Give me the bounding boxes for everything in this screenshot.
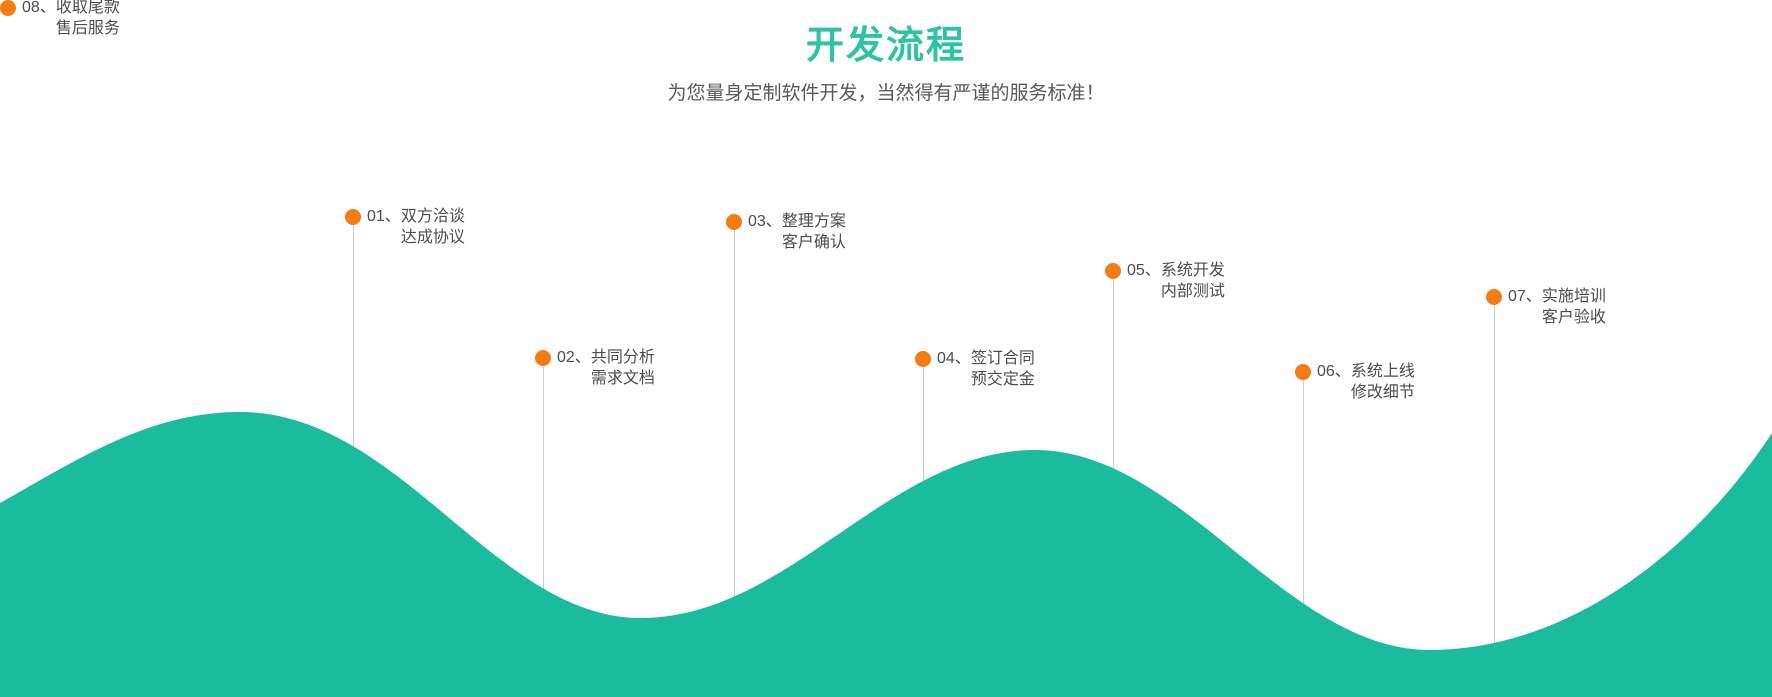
step-label-line2: 需求文档 [590,370,655,387]
process-step-02: 02、 共同分析 需求文档 [535,349,655,680]
process-step-06: 06、 系统上线 修改细节 [1295,363,1415,680]
step-label-line1: 实施培训 [1541,288,1606,305]
step-dot-icon [1105,263,1121,279]
step-connector-line [542,358,544,680]
step-label-line1: 签订合同 [970,350,1035,367]
step-label: 04、 签订合同 预交定金 [937,348,1035,390]
process-step-07: 07、 实施培训 客户验收 [1486,288,1606,680]
step-label-line1: 系统上线 [1350,363,1415,380]
step-label-line1: 系统开发 [1160,262,1225,279]
step-connector-line [922,359,924,680]
step-connector-line [1302,372,1304,680]
step-connector-line [352,217,354,680]
process-step-04: 04、 签订合同 预交定金 [915,350,1035,680]
step-number: 01、 [367,208,401,225]
step-dot-icon [345,209,361,225]
step-label-line1: 共同分析 [590,349,655,366]
step-connector-line [733,222,735,680]
step-number: 04、 [937,350,971,367]
step-connector-line [1493,297,1495,680]
step-label: 02、 共同分析 需求文档 [557,347,655,389]
step-label: 07、 实施培训 客户验收 [1508,286,1606,328]
step-label-line2: 修改细节 [1350,384,1415,401]
step-label-line2: 达成协议 [400,229,465,246]
step-number: 05、 [1127,262,1161,279]
step-number: 07、 [1508,288,1542,305]
step-label-line2: 预交定金 [970,371,1035,388]
step-label: 05、 系统开发 内部测试 [1127,260,1225,302]
step-dot-icon [726,214,742,230]
section-header: 开发流程 为您量身定制软件开发，当然得有严谨的服务标准！ [0,24,1772,106]
step-number: 08、 [22,0,56,16]
process-step-01: 01、 双方洽谈 达成协议 [345,208,465,680]
step-label-line2: 售后服务 [55,20,120,37]
step-label: 03、 整理方案 客户确认 [748,211,846,253]
step-label-line2: 客户确认 [781,234,846,251]
step-connector-line [1112,271,1114,680]
step-number: 06、 [1317,363,1351,380]
process-step-03: 03、 整理方案 客户确认 [726,213,846,680]
step-label-line1: 收取尾款 [55,0,120,16]
step-dot-icon [535,350,551,366]
step-label-line1: 双方洽谈 [400,208,465,225]
step-dot-icon [1486,289,1502,305]
step-number: 02、 [557,349,591,366]
page-title: 开发流程 [805,25,966,67]
step-dot-icon [1295,364,1311,380]
step-label-line2: 客户验收 [1541,309,1606,326]
step-dot-icon [915,351,931,367]
step-dot-icon [0,0,16,16]
step-label: 06、 系统上线 修改细节 [1317,361,1415,403]
step-label-line1: 整理方案 [781,213,846,230]
process-step-05: 05、 系统开发 内部测试 [1105,262,1225,680]
step-label-line2: 内部测试 [1160,283,1225,300]
page-subtitle: 为您量身定制软件开发，当然得有严谨的服务标准！ [667,83,1105,104]
process-step-08: 08、 收取尾款 售后服务 [0,0,120,37]
step-label: 01、 双方洽谈 达成协议 [367,206,465,248]
step-label: 08、 收取尾款 售后服务 [22,0,120,39]
step-number: 03、 [748,213,782,230]
